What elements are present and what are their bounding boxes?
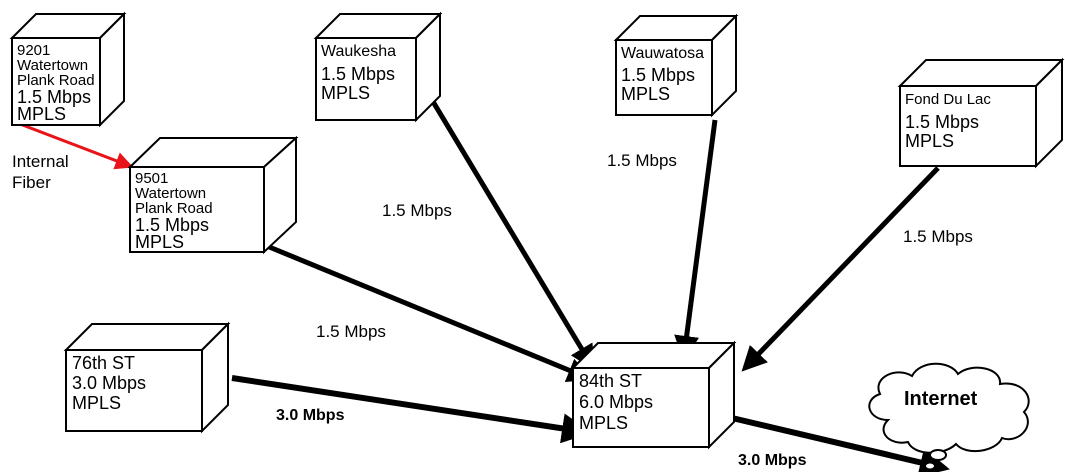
site-9201-line3: Plank Road xyxy=(17,72,95,89)
site-wauwatosa-name: Wauwatosa xyxy=(621,45,704,62)
site-9201-type: MPLS xyxy=(17,104,66,124)
site-76th-st: 76th ST 3.0 Mbps MPLS xyxy=(63,321,231,434)
watertown-link-label: 1.5 Mbps xyxy=(316,322,386,341)
internal-fiber-label-line1: Internal xyxy=(12,152,69,171)
site-84th-type: MPLS xyxy=(579,413,628,433)
site-9201-speed: 1.5 Mbps xyxy=(17,87,91,107)
site-84th-st-hub: 84th ST 6.0 Mbps MPLS xyxy=(570,340,737,450)
site-9501-line1: 9501 xyxy=(135,170,168,187)
internal-fiber-link xyxy=(19,122,134,170)
wauwatosa-link-arrow xyxy=(674,119,718,361)
site-9501-watertown: 9501 Watertown Plank Road 1.5 Mbps MPLS xyxy=(127,135,299,255)
fond-du-lac-link-arrow xyxy=(741,166,940,372)
site-9201-watertown: 9201 Watertown Plank Road 1.5 Mbps MPLS xyxy=(9,11,127,128)
site-waukesha-type: MPLS xyxy=(321,83,370,103)
site-9501-line2: Watertown xyxy=(135,185,206,202)
wauwatosa-link-label: 1.5 Mbps xyxy=(607,151,677,170)
site-9501-speed: 1.5 Mbps xyxy=(135,215,209,235)
site-fond-du-lac-name: Fond Du Lac xyxy=(905,91,991,108)
site-76th-name: 76th ST xyxy=(72,353,135,373)
site-76th-type: MPLS xyxy=(72,393,121,413)
site-9501-type: MPLS xyxy=(135,232,184,252)
internet-link-arrow xyxy=(731,415,950,472)
site-waukesha-speed: 1.5 Mbps xyxy=(321,64,395,84)
site-wauwatosa-type: MPLS xyxy=(621,84,670,104)
site-waukesha-name: Waukesha xyxy=(321,43,396,60)
watertown-link-arrow xyxy=(261,241,593,382)
site-9201-line2: Watertown xyxy=(17,57,88,74)
site-9501-line3: Plank Road xyxy=(135,200,213,217)
fond-du-lac-link-label: 1.5 Mbps xyxy=(903,227,973,246)
site-76th-speed: 3.0 Mbps xyxy=(72,373,146,393)
site-fond-du-lac-type: MPLS xyxy=(905,131,954,151)
site-wauwatosa-speed: 1.5 Mbps xyxy=(621,65,695,85)
site-waukesha: Waukesha 1.5 Mbps MPLS xyxy=(313,11,443,123)
waukesha-link-label: 1.5 Mbps xyxy=(382,201,452,220)
site-9201-line1: 9201 xyxy=(17,42,50,59)
site-fond-du-lac-speed: 1.5 Mbps xyxy=(905,112,979,132)
site-84th-speed: 6.0 Mbps xyxy=(579,392,653,412)
st-76th-link-label: 3.0 Mbps xyxy=(276,407,345,424)
internal-fiber-label-line2: Fiber xyxy=(12,173,51,192)
site-wauwatosa: Wauwatosa 1.5 Mbps MPLS xyxy=(613,13,739,118)
internet-cloud: Internet xyxy=(868,362,1030,471)
internet-link-label: 3.0 Mbps xyxy=(738,452,807,469)
site-84th-name: 84th ST xyxy=(579,371,642,391)
site-fond-du-lac: Fond Du Lac 1.5 Mbps MPLS xyxy=(897,57,1065,169)
st-76th-link-arrow xyxy=(231,375,592,444)
internet-label: Internet xyxy=(904,388,978,410)
waukesha-link-arrow xyxy=(417,78,595,371)
